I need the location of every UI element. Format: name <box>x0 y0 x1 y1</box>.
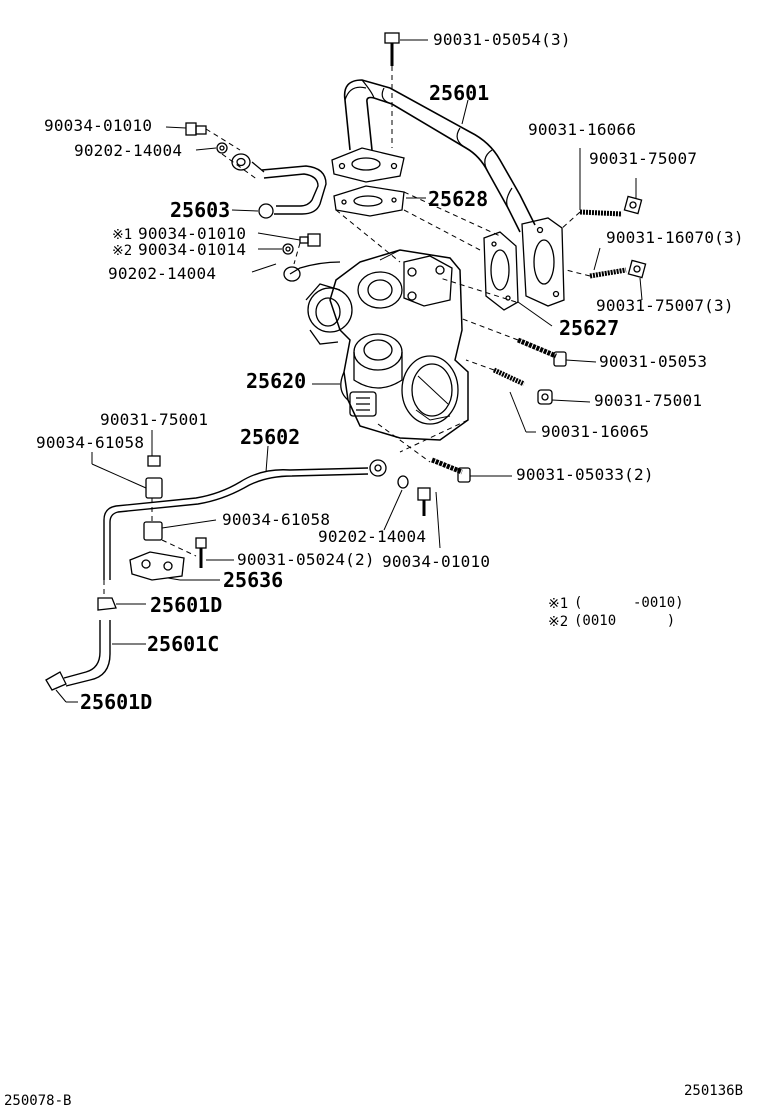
clamp-90034-61058-a <box>145 455 163 499</box>
vacuum-hose-25603 <box>231 153 341 282</box>
dashed-lines <box>103 66 591 596</box>
callout-90031-05033: 90031-05033(2) <box>516 465 654 484</box>
callout-25601D-a: 25601D <box>150 593 223 617</box>
callout-90202-14004-a: 90202-14004 <box>74 141 183 160</box>
callout-90034-01010-b: 90034-01010 <box>138 224 247 243</box>
callout-90031-16066: 90031-16066 <box>528 120 637 139</box>
washer-bolt-lower <box>397 475 431 516</box>
callout-90031-16065: 90031-16065 <box>541 422 650 441</box>
pipe-25602 <box>103 459 387 580</box>
footer-right-code: 250136B <box>684 1083 744 1099</box>
callout-25601D-b: 25601D <box>80 690 153 714</box>
bolt-90031-05033 <box>431 457 471 483</box>
callout-90031-75007-3: 90031-75007(3) <box>596 296 734 315</box>
bolt-90034-01010-b <box>282 233 321 255</box>
bolt-90031-05053 <box>517 337 567 367</box>
stud-90031-16066 <box>579 195 643 217</box>
note-1-mark: ※1 <box>548 596 569 612</box>
callout-90034-01014: 90034-01014 <box>138 240 247 259</box>
callout-90202-14004-c: 90202-14004 <box>318 527 427 546</box>
hose-25601C <box>63 620 111 687</box>
callout-90031-05024: 90031-05024(2) <box>237 550 375 569</box>
callout-90034-61058-b: 90034-61058 <box>222 510 331 529</box>
leader-lines <box>55 39 643 703</box>
callout-90031-75001-left: 90031-75001 <box>100 410 209 429</box>
clip-25601D-b <box>45 671 67 691</box>
callout-25636: 25636 <box>223 568 284 592</box>
callout-90031-75007: 90031-75007 <box>589 149 698 168</box>
throttle-body-25620 <box>305 249 469 441</box>
gasket-25627 <box>483 231 519 311</box>
clamp-90034-61058-b <box>143 521 163 541</box>
callout-90031-75001-right: 90031-75001 <box>594 391 703 410</box>
callout-90034-61058-a: 90034-61058 <box>36 433 145 452</box>
bracket-25636 <box>129 537 207 581</box>
bolt-90031-05054 <box>384 32 400 66</box>
clip-25601D-a <box>97 597 117 611</box>
bolt-90034-01010-a <box>185 122 228 154</box>
stud-90031-16065 <box>492 367 526 387</box>
callout-25603: 25603 <box>170 198 231 222</box>
callout-mark-2: ※2 <box>112 243 133 259</box>
note-2-mark: ※2 <box>548 614 569 630</box>
callout-90034-01010-a: 90034-01010 <box>44 116 153 135</box>
callout-90031-16070: 90031-16070(3) <box>606 228 744 247</box>
callout-90031-05054: 90031-05054(3) <box>433 30 571 49</box>
note-1-text: ( -0010) <box>574 595 684 611</box>
stud-90031-16070 <box>589 259 647 279</box>
callout-25628: 25628 <box>428 187 489 211</box>
callout-90031-05053: 90031-05053 <box>599 352 708 371</box>
callout-25627: 25627 <box>559 316 620 340</box>
callout-25602: 25602 <box>240 425 301 449</box>
egr-pipe-25601 <box>331 79 565 307</box>
nut-90031-75001-r <box>537 389 553 405</box>
callout-25601: 25601 <box>429 81 490 105</box>
note-2-text: (0010 ) <box>574 613 676 629</box>
callout-90034-01010-c: 90034-01010 <box>382 552 491 571</box>
callout-90202-14004-b: 90202-14004 <box>108 264 217 283</box>
callout-mark-1: ※1 <box>112 227 133 243</box>
gasket-25628 <box>333 185 405 217</box>
footer-left-code: 250078-B <box>4 1093 72 1109</box>
callout-25601C: 25601C <box>147 632 220 656</box>
callout-25620: 25620 <box>246 369 307 393</box>
